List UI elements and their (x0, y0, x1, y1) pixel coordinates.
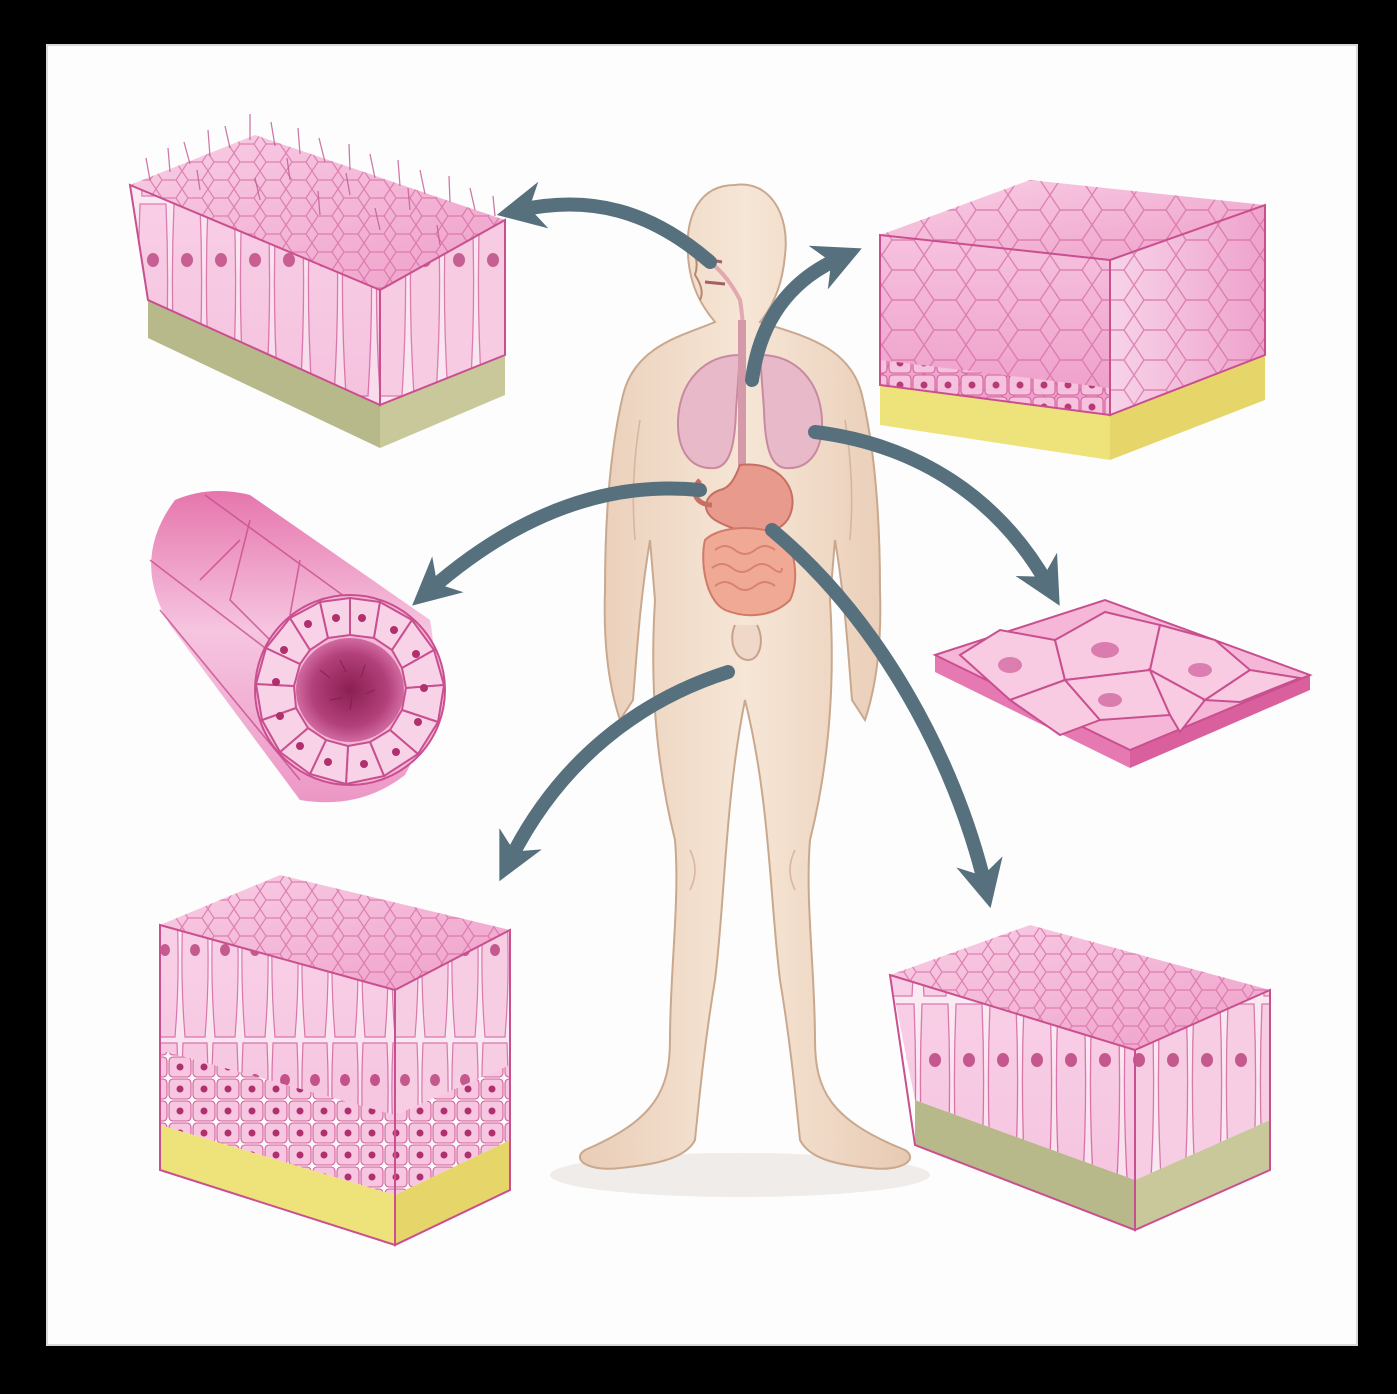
pseudostratified-ciliated-columnar-block (130, 114, 505, 448)
transitional-block (160, 875, 510, 1245)
human-body-figure (550, 185, 930, 1197)
simple-columnar-block (890, 925, 1270, 1230)
illustration-panel (46, 44, 1358, 1346)
epithelium-illustration (46, 44, 1358, 1346)
stratified-squamous-block (880, 180, 1265, 460)
simple-squamous-sheet (935, 600, 1310, 768)
arrow (520, 204, 710, 262)
simple-cuboidal-tube (150, 491, 445, 802)
